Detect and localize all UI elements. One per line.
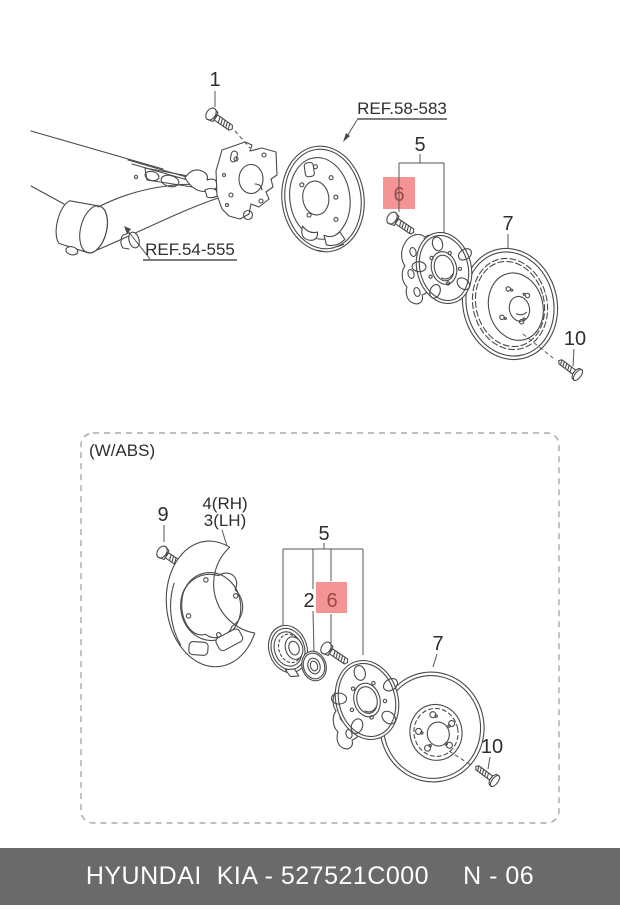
page-ref: N - 06 (463, 862, 535, 890)
brake-backing-plate-drawing (281, 145, 365, 253)
callout-9-label: 9 (157, 504, 168, 526)
highlight-box-bottom-6 (316, 582, 347, 613)
screw-10-bottom-drawing (471, 760, 502, 789)
ref-54-555-label: REF.54-555 (145, 240, 235, 259)
callout-7-bottom-label: 7 (432, 633, 443, 655)
ref-58-583-arrow-icon (343, 133, 350, 142)
ref-58-583-label: REF.58-583 (357, 99, 447, 118)
seal-ring-drawing (301, 650, 327, 682)
callout-5-top-label: 5 (414, 134, 425, 156)
callout-5-bottom-label: 5 (318, 523, 329, 545)
callout-7-top-label: 7 (502, 213, 513, 235)
callout-6-bottom-label-highlighted: 6 (326, 590, 337, 612)
wheel-bearing-drawing (267, 624, 309, 678)
ref-54-555-arrow-icon (124, 226, 131, 234)
hub-assembly-top-drawing (411, 231, 473, 305)
bolt-1-drawing (203, 105, 237, 135)
footer-bar: HYUNDAI KIA - 527521C000 N - 06 (0, 848, 620, 905)
wabs-variant-label: (W/ABS) (89, 441, 155, 460)
hub-assembly-bottom-drawing (330, 659, 400, 741)
callout-10-bottom-label: 10 (481, 736, 503, 758)
brake-disc-drawing (379, 671, 485, 783)
bolt-6-top-drawing (384, 209, 418, 239)
callout-1-label: 1 (209, 69, 220, 91)
callout-3lh-label: 3(LH) (204, 511, 247, 530)
callout-2-label: 2 (303, 590, 314, 612)
catalog-code: HYUNDAI KIA - 527521C000 (85, 862, 430, 890)
brake-drum-drawing (461, 247, 559, 361)
callout-6-top-label-highlighted: 6 (393, 184, 404, 206)
screw-10-top-drawing (554, 354, 585, 383)
wabs-variant-box (80, 432, 560, 824)
dust-shield-drawing (165, 540, 256, 668)
callout-10-top-label: 10 (564, 328, 586, 350)
axle-beam-drawing (30, 130, 278, 256)
callout-4rh-label: 4(RH) (202, 494, 247, 513)
